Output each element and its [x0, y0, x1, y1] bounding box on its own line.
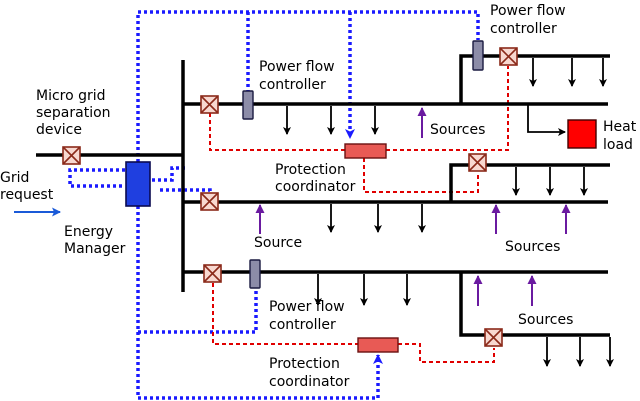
pfc-top-right-label: Power flow controller — [490, 3, 570, 37]
breaker-separation-icon — [62, 146, 81, 165]
power-buses — [36, 54, 610, 337]
pfc-top-right-icon — [472, 40, 484, 71]
protection-coordinator-top-box — [344, 143, 387, 159]
sources-3-label: Sources — [518, 312, 573, 328]
grid-request-label: Grid request — [0, 170, 54, 203]
breaker-feeder2-icon — [200, 192, 219, 211]
pfc-mid-icon — [242, 90, 254, 120]
breaker-feeder3-icon — [203, 264, 222, 283]
pfc-bottom-label: Power flow controller — [269, 299, 349, 333]
source-4-label: Source — [254, 235, 302, 251]
micro-grid-label: Micro grid separation device — [36, 88, 115, 138]
breaker-top-right-icon — [499, 47, 518, 66]
breaker-feeder1-icon — [200, 95, 219, 114]
load-arrows — [283, 58, 614, 367]
heat-load-label: Heat load — [603, 119, 640, 153]
protection-top-label: Protection coordinator — [275, 162, 356, 195]
power-flow-controllers — [242, 40, 484, 289]
energy-manager-label: Energy Manager — [64, 224, 126, 257]
energy-manager-box — [125, 161, 151, 207]
breaker-bottom-right-icon — [484, 328, 503, 347]
protection-bottom-label: Protection coordinator — [269, 356, 350, 390]
breaker-mid-right-icon — [468, 153, 487, 172]
sources-1-label: Sources — [430, 122, 485, 138]
pfc-bottom-icon — [249, 259, 261, 289]
protection-links — [209, 66, 509, 363]
source-arrows — [255, 107, 571, 306]
heat-load-box — [567, 119, 597, 149]
pfc-mid-label: Power flow controller — [259, 59, 339, 93]
sources-2-label: Sources — [505, 239, 560, 255]
breakers — [62, 47, 518, 347]
protection-coordinator-bottom-box — [357, 337, 399, 353]
heat-load-link — [527, 104, 566, 136]
